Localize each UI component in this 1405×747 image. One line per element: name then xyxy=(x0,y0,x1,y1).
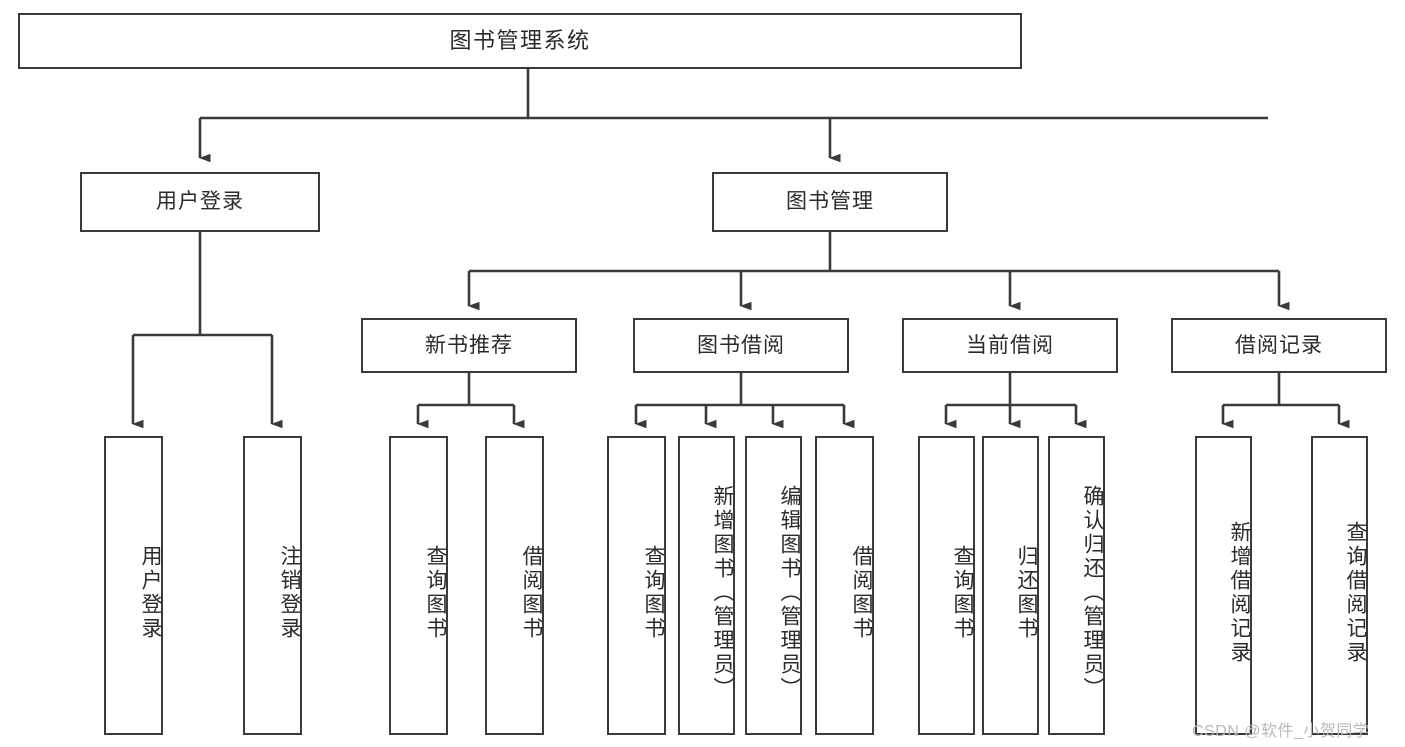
node-label: 图书借阅 xyxy=(697,333,785,357)
node-borrow-records[interactable]: 借阅记录 xyxy=(1171,318,1387,373)
node-label: 用户登录 xyxy=(156,190,244,214)
node-label: 查询图书 xyxy=(642,544,665,641)
node-label: 图书管理系统 xyxy=(449,27,591,53)
leaf-query-books-current[interactable]: 查询图书 xyxy=(918,436,975,735)
leaf-edit-book-admin[interactable]: 编辑图书（管理员） xyxy=(745,436,802,735)
leaf-user-login[interactable]: 用户登录 xyxy=(104,436,163,735)
node-label: 借阅图书 xyxy=(850,544,873,641)
node-label: 当前借阅 xyxy=(966,333,1054,357)
node-label: 归还图书 xyxy=(1015,544,1038,641)
leaf-confirm-return-admin[interactable]: 确认归还（管理员） xyxy=(1048,436,1105,735)
node-label: 查询图书 xyxy=(424,544,447,641)
node-label: 新增图书（管理员） xyxy=(711,484,734,701)
node-current-borrow[interactable]: 当前借阅 xyxy=(902,318,1118,373)
node-label: 编辑图书（管理员） xyxy=(778,484,801,701)
leaf-return-books[interactable]: 归还图书 xyxy=(982,436,1039,735)
leaf-logout[interactable]: 注销登录 xyxy=(243,436,302,735)
node-user-login[interactable]: 用户登录 xyxy=(80,172,320,232)
node-label: 用户登录 xyxy=(139,544,162,641)
leaf-query-books-borrow[interactable]: 查询图书 xyxy=(607,436,666,735)
node-label: 借阅图书 xyxy=(520,544,543,641)
node-label: 查询借阅记录 xyxy=(1344,520,1367,665)
leaf-add-book-admin[interactable]: 新增图书（管理员） xyxy=(678,436,735,735)
node-label: 新增借阅记录 xyxy=(1228,520,1251,665)
node-label: 确认归还（管理员） xyxy=(1081,484,1104,701)
leaf-query-books-recommend[interactable]: 查询图书 xyxy=(389,436,448,735)
node-new-book-recommend[interactable]: 新书推荐 xyxy=(361,318,577,373)
leaf-query-borrow-record[interactable]: 查询借阅记录 xyxy=(1311,436,1368,735)
node-label: 查询图书 xyxy=(951,544,974,641)
node-root-system[interactable]: 图书管理系统 xyxy=(18,13,1022,69)
node-label: 注销登录 xyxy=(278,544,301,641)
leaf-add-borrow-record[interactable]: 新增借阅记录 xyxy=(1195,436,1252,735)
leaf-borrow-books[interactable]: 借阅图书 xyxy=(815,436,874,735)
node-label: 新书推荐 xyxy=(425,333,513,357)
node-label: 图书管理 xyxy=(786,190,874,214)
watermark-text: CSDN @软件_小贺同学 xyxy=(1192,723,1370,740)
node-label: 借阅记录 xyxy=(1235,333,1323,357)
leaf-borrow-books-recommend[interactable]: 借阅图书 xyxy=(485,436,544,735)
node-book-management[interactable]: 图书管理 xyxy=(712,172,948,232)
node-book-borrow[interactable]: 图书借阅 xyxy=(633,318,849,373)
